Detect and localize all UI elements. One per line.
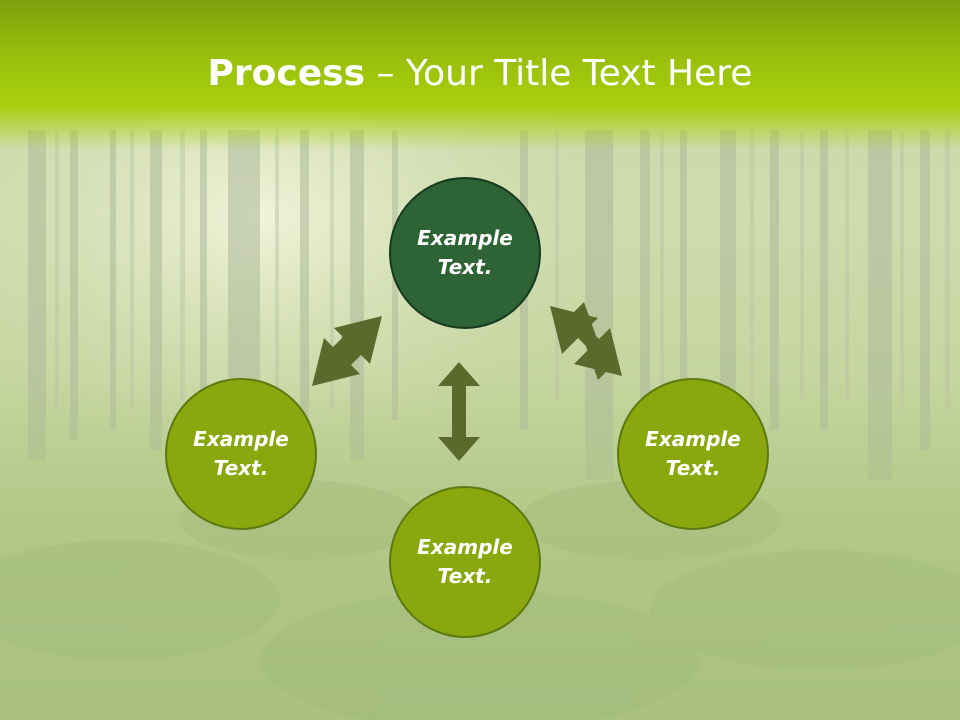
node-bottom-text: Example Text. [417, 535, 513, 588]
process-node-right: Example Text. [617, 378, 769, 530]
arrow-vertical [438, 362, 480, 461]
title-banner [0, 0, 960, 150]
process-node-left: Example Text. [165, 378, 317, 530]
arrow-right-diagonal [550, 302, 622, 380]
slide-title: Process – Your Title Text Here [0, 52, 960, 96]
node-right-text: Example Text. [645, 427, 741, 480]
node-top-text: Example Text. [417, 226, 513, 279]
process-node-top: Example Text. [389, 177, 541, 329]
title-rest: – Your Title Text Here [365, 53, 753, 94]
node-left-text: Example Text. [193, 427, 289, 480]
process-node-bottom: Example Text. [389, 486, 541, 638]
arrow-left-diagonal [312, 316, 382, 386]
title-bold: Process [207, 53, 366, 94]
